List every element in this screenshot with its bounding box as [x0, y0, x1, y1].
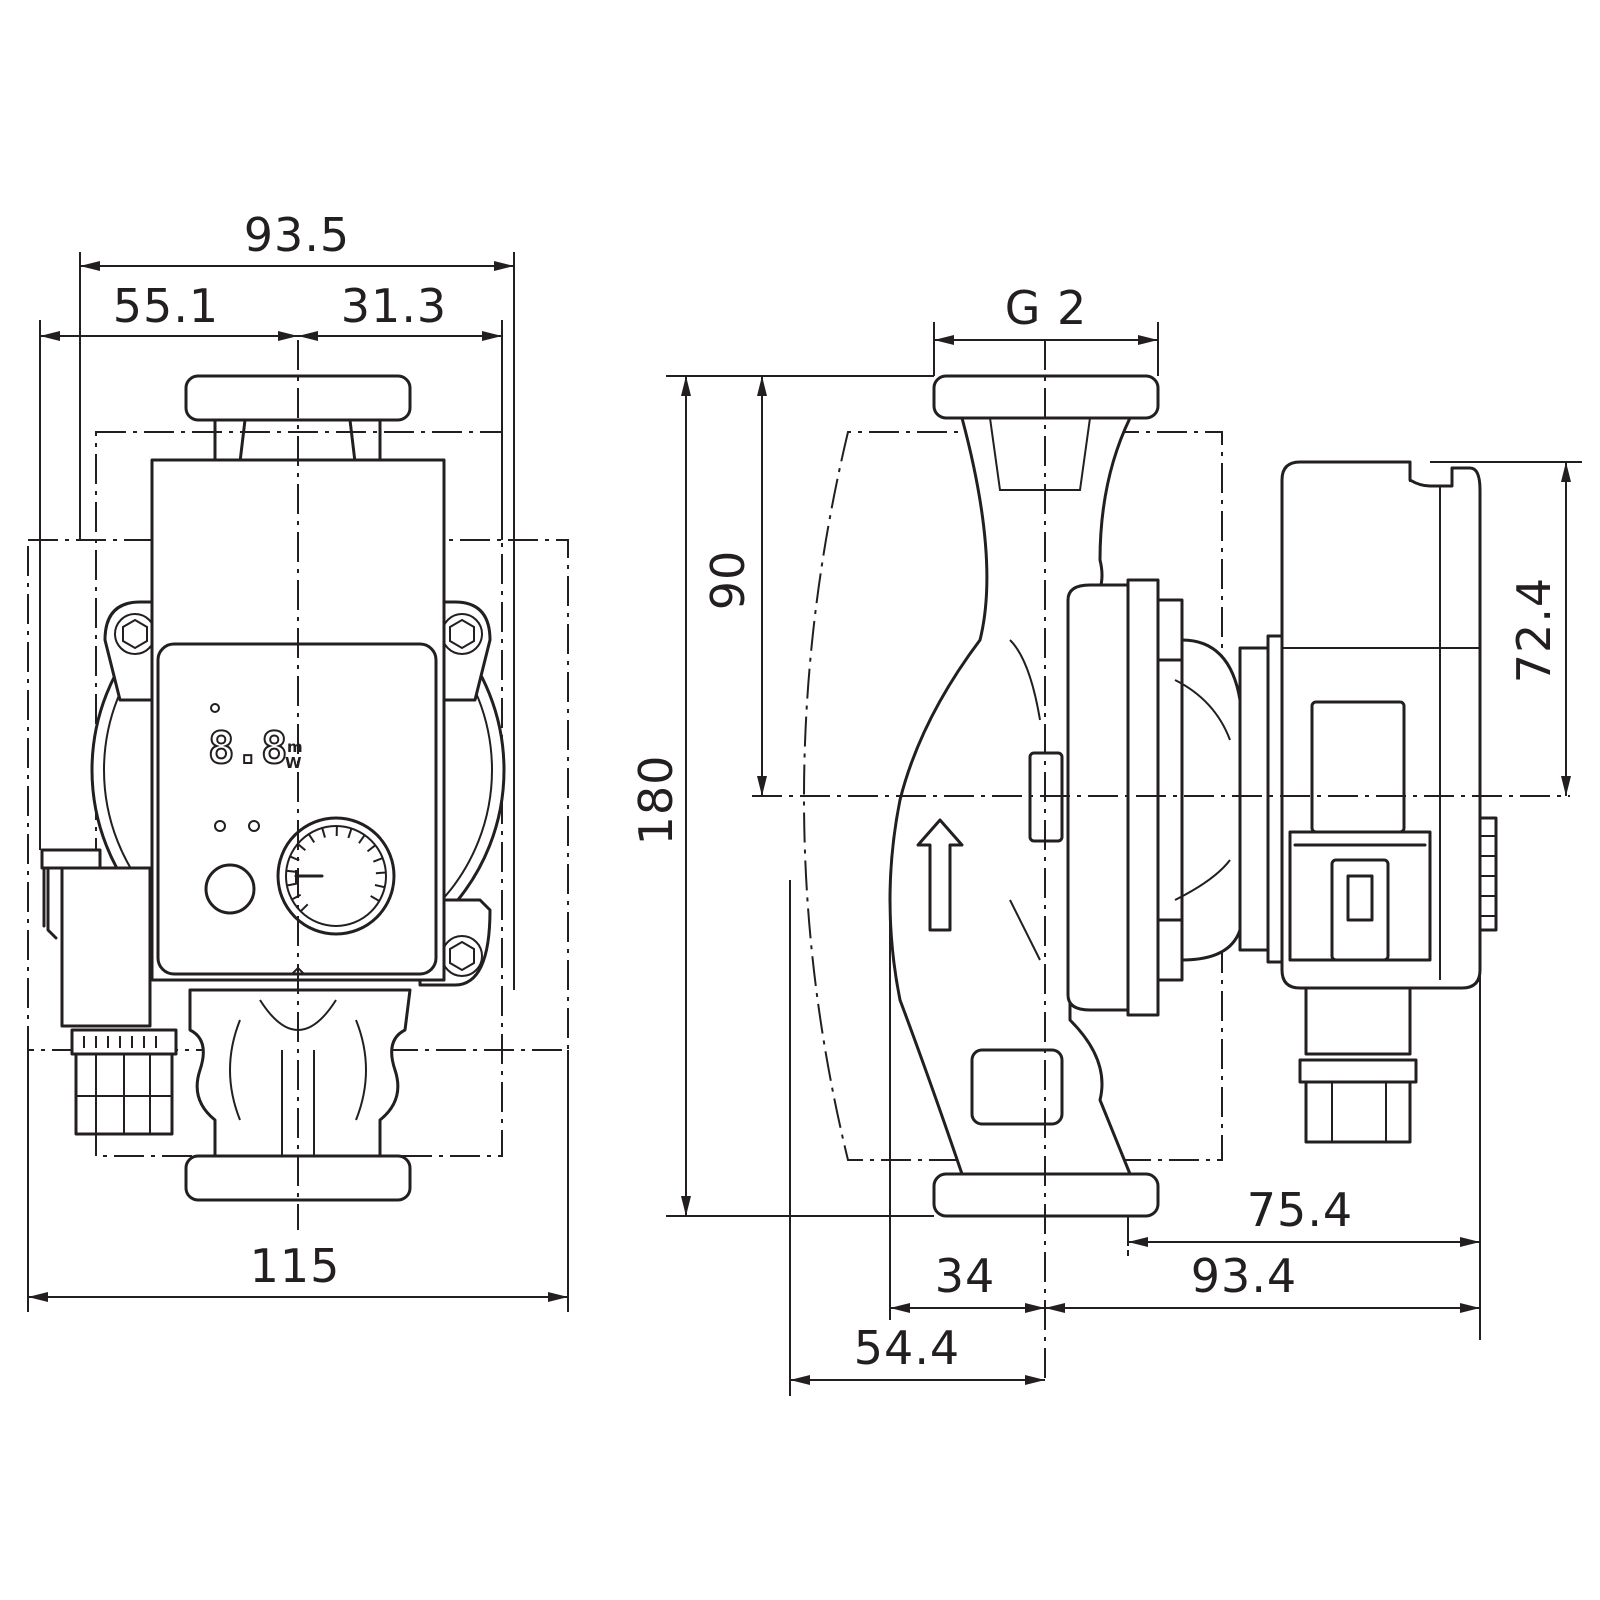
knob-tick: [372, 857, 384, 863]
front-dimensions: [27, 252, 569, 1312]
dim-115-label: 115: [250, 1239, 341, 1293]
knob-tick: [366, 844, 377, 853]
dim-93-4-label: 93.4: [1191, 1249, 1297, 1303]
knob-tick: [321, 827, 326, 838]
side-electronics-box: [1280, 460, 1498, 990]
pump-casing-lower: [188, 988, 412, 1172]
dim-34-label: 34: [935, 1249, 996, 1303]
side-casing-window: [970, 1048, 1064, 1126]
dim-93-5-label: 93.5: [244, 208, 350, 262]
connector-plug: [40, 848, 178, 1136]
dim-72-4-label: 72.4: [1507, 577, 1561, 683]
led-right: [248, 820, 260, 832]
side-dimensions: [666, 322, 1582, 1396]
dim-54-4-label: 54.4: [854, 1321, 960, 1375]
front-view: 8.8 m W: [27, 208, 569, 1312]
knob-tick: [307, 833, 316, 843]
dim-75-4-label: 75.4: [1247, 1183, 1353, 1237]
knob-tick: [374, 884, 385, 889]
push-button[interactable]: [204, 863, 256, 915]
knob-tick: [375, 871, 386, 875]
side-view: G 2 180 90 72.4 75.4 93.4 34 54.4: [629, 281, 1582, 1396]
top-neck: [213, 418, 382, 464]
display-dot-indicator: [210, 703, 220, 713]
dim-31-3-label: 31.3: [341, 279, 447, 333]
knob-tick: [286, 869, 297, 873]
knob-tick: [291, 893, 302, 901]
knob-tick: [347, 828, 353, 839]
side-envelope: [803, 431, 1223, 1161]
side-connector-plug: [1298, 986, 1418, 1144]
flow-direction-arrow: [916, 818, 964, 932]
knob-tick: [358, 834, 366, 844]
dim-thread-label: G 2: [1005, 281, 1088, 335]
selector-knob[interactable]: [276, 816, 396, 936]
side-motor: [1066, 578, 1284, 1017]
dim-55-1-label: 55.1: [113, 279, 219, 333]
dim-180-label: 180: [629, 755, 683, 846]
segment-display: 8.8: [208, 723, 287, 774]
dim-90-label: 90: [701, 550, 755, 611]
led-left: [214, 820, 226, 832]
knob-tick: [299, 903, 309, 913]
display-unit-w: W: [285, 754, 302, 772]
knob-tick: [370, 895, 380, 902]
